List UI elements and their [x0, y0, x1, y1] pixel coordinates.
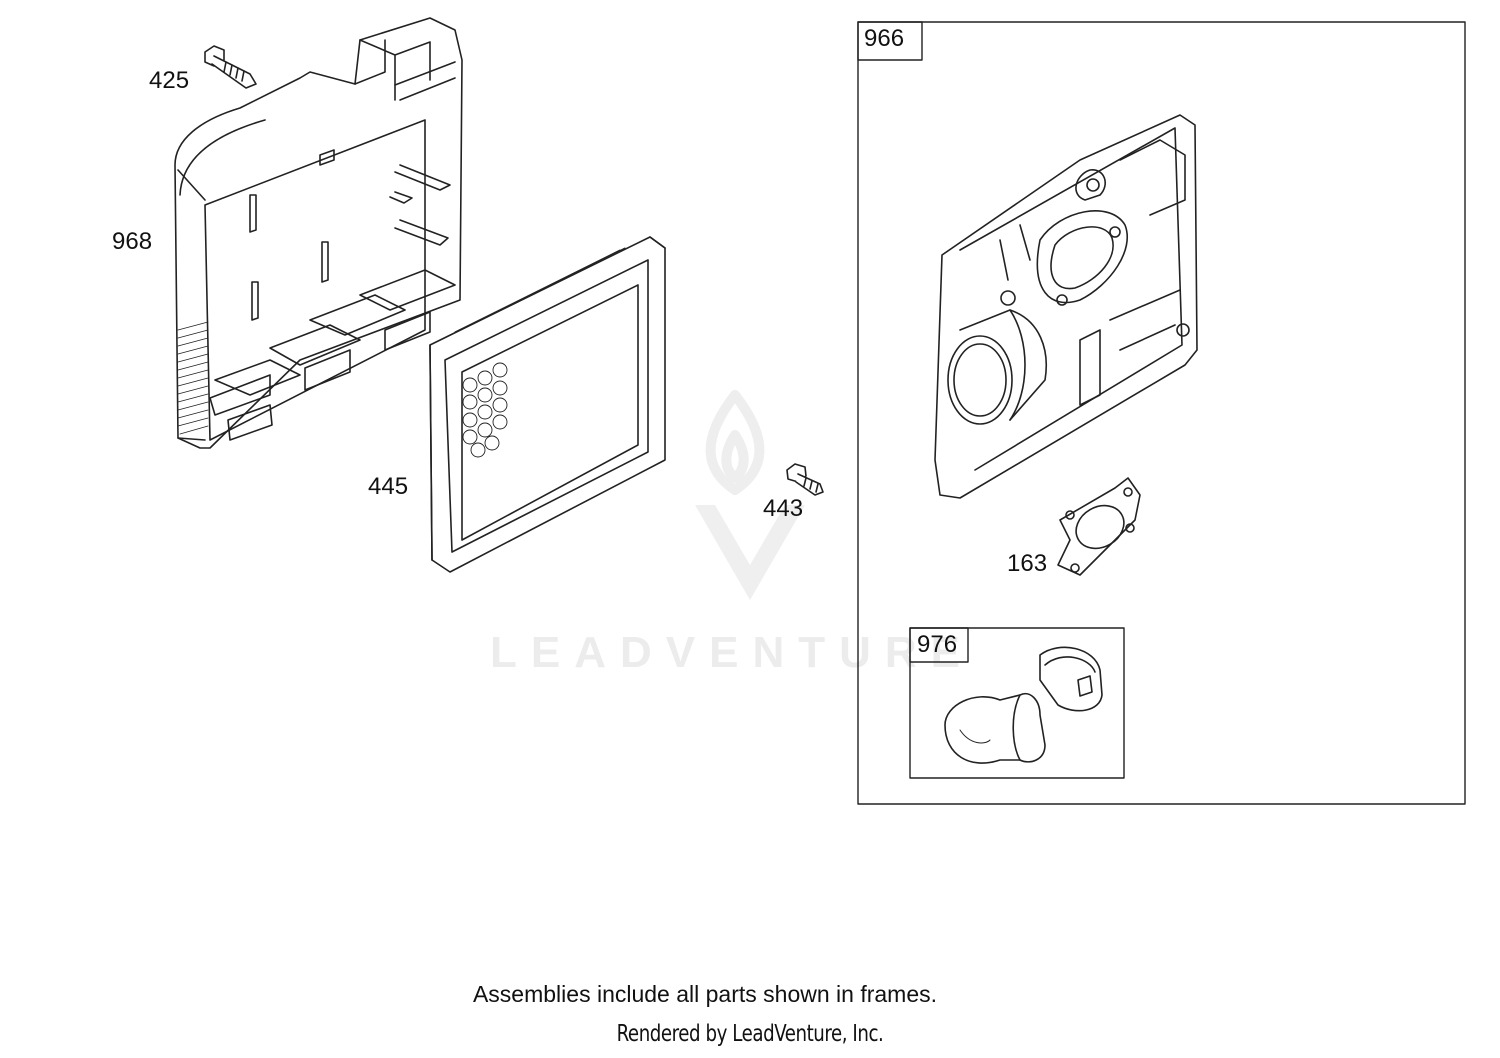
assemblies-note: Assemblies include all parts shown in fr… [472, 981, 938, 1007]
callout-445: 445 [368, 473, 409, 500]
filter-976-drawing [944, 646, 1103, 764]
frame-label-966: 966 [864, 25, 905, 52]
rendered-by-credit: Rendered by LeadVenture, Inc. [616, 1021, 884, 1047]
callout-968: 968 [112, 228, 153, 255]
air-cleaner-cover-968-drawing [174, 17, 463, 449]
air-cleaner-base-966-drawing [934, 114, 1198, 499]
callout-163: 163 [1007, 550, 1048, 577]
frame-label-976: 976 [917, 631, 958, 658]
screw-443-drawing [786, 463, 824, 496]
air-filter-445-drawing [429, 236, 666, 573]
bolt-425-drawing [204, 45, 257, 89]
callout-425: 425 [149, 67, 190, 94]
gasket-163-drawing [1057, 477, 1141, 576]
watermark-text: LEADVENTURE [490, 628, 975, 677]
callout-443: 443 [763, 495, 804, 522]
